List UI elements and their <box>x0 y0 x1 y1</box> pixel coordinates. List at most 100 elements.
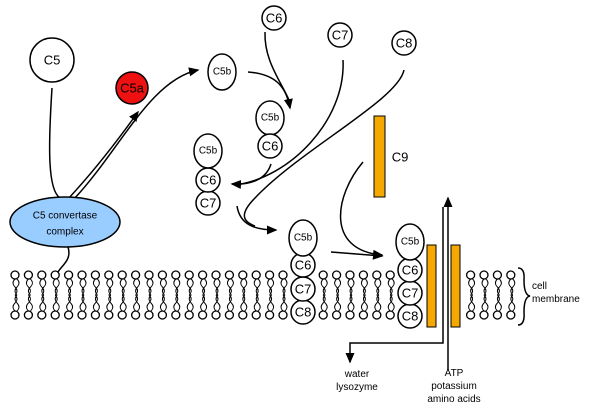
lipid-tail <box>226 278 232 296</box>
lipid-tail <box>92 278 98 296</box>
lipid-tail <box>173 278 179 296</box>
lipid-tail <box>213 278 219 296</box>
lipid-tail <box>27 278 33 296</box>
lipid-tail <box>336 294 342 312</box>
lipid-tail <box>188 294 194 312</box>
lipid-tail <box>322 294 328 312</box>
lipid-tail <box>94 294 100 312</box>
lipid-head <box>171 270 181 280</box>
lipid-tail <box>121 294 127 312</box>
lipid-tail <box>269 294 275 312</box>
c9-pore-segment <box>450 244 461 328</box>
lipid-tail <box>387 294 393 312</box>
lipid-head <box>23 270 34 280</box>
lipid-head <box>238 310 248 320</box>
efflux-text: lysozyme <box>336 382 378 393</box>
lipid-tail <box>470 278 476 296</box>
lipid-tail <box>253 294 259 312</box>
lipid-tail <box>119 294 125 312</box>
lipid-tail <box>12 278 18 296</box>
lipid-tail <box>41 278 47 296</box>
lipid-head <box>372 270 382 280</box>
lipid-tail <box>81 278 87 296</box>
lipid-head <box>506 310 516 320</box>
lipid-tail <box>146 278 152 296</box>
lipid-tail <box>200 294 206 312</box>
lipid-tail <box>41 294 47 312</box>
lipid-tail <box>106 278 112 296</box>
lipid-tail <box>94 278 100 296</box>
lipid-tail <box>374 294 380 312</box>
lipid-head <box>23 310 34 320</box>
lipid-tail <box>360 278 366 296</box>
lipid-tail <box>135 278 141 296</box>
lipid-head <box>37 270 47 280</box>
lipid-tail <box>108 278 114 296</box>
lipid-tail <box>269 278 275 296</box>
lipid-tail <box>79 278 85 296</box>
lipid-tail <box>496 278 502 296</box>
lipid-head <box>211 310 221 320</box>
lipid-tail <box>12 294 18 312</box>
lipid-head <box>197 270 208 280</box>
lipid-tail <box>39 278 45 296</box>
lipid-tail <box>135 294 141 312</box>
lipid-tail <box>320 294 326 312</box>
lipid-head <box>479 310 489 320</box>
lipid-head <box>63 270 74 280</box>
lipid-tail <box>159 294 165 312</box>
c6-label: C6 <box>295 258 312 273</box>
lipid-head <box>264 310 275 320</box>
cell-membrane-label: cell membrane <box>517 267 580 326</box>
influx-label: ATP potassium amino acids <box>427 368 480 405</box>
lipid-tail <box>349 278 355 296</box>
c9-label: C9 <box>392 150 409 165</box>
lipid-tail <box>347 278 353 296</box>
lipid-tail <box>148 278 154 296</box>
lipid-head <box>492 310 503 320</box>
lipid-tail <box>508 294 514 312</box>
convertase-label: complex <box>46 227 83 238</box>
lipid-head <box>63 310 74 320</box>
convertase-label: C5 convertase <box>33 211 98 222</box>
lipid-head <box>77 270 87 280</box>
lipid-tail <box>242 294 248 312</box>
lipid-head <box>104 270 114 280</box>
lipid-head <box>157 310 168 320</box>
lipid-tail <box>282 294 288 312</box>
lipid-head <box>345 310 355 320</box>
lipid-tail <box>255 278 261 296</box>
lipid-tail <box>510 278 516 296</box>
lipid-tail <box>387 278 393 296</box>
lipid-tail <box>360 294 366 312</box>
lipid-head <box>492 270 503 280</box>
lipid-head <box>264 270 275 280</box>
lipid-tail <box>79 294 85 312</box>
c7-molecule: C7 <box>327 22 353 48</box>
c8-label: C8 <box>402 309 419 324</box>
c9-molecule: C9 <box>373 115 409 198</box>
c8-label: C8 <box>396 36 413 51</box>
c5b-c6-c7-complex: C7 C6 C5b <box>193 133 223 216</box>
c5b-label: C5b <box>213 67 232 78</box>
lipid-tail <box>14 294 20 312</box>
lipid-tail <box>202 294 208 312</box>
pathway-arrows <box>48 31 453 370</box>
c7-label: C7 <box>295 282 312 297</box>
c6-label: C6 <box>402 263 419 278</box>
lipid-head <box>358 310 369 320</box>
lipid-tail <box>27 294 33 312</box>
lipid-head <box>345 270 355 280</box>
c5b-label: C5b <box>261 113 280 124</box>
lipid-tail <box>510 294 516 312</box>
lipid-head <box>251 310 261 320</box>
lipid-tail <box>470 294 476 312</box>
lipid-tail <box>349 294 355 312</box>
lipid-head <box>90 310 101 320</box>
lipid-tail <box>119 278 125 296</box>
lipid-tail <box>468 294 474 312</box>
lipid-head <box>197 310 208 320</box>
c5-convertase-complex: C5 convertase complex <box>9 196 121 273</box>
lipid-tail <box>280 278 286 296</box>
